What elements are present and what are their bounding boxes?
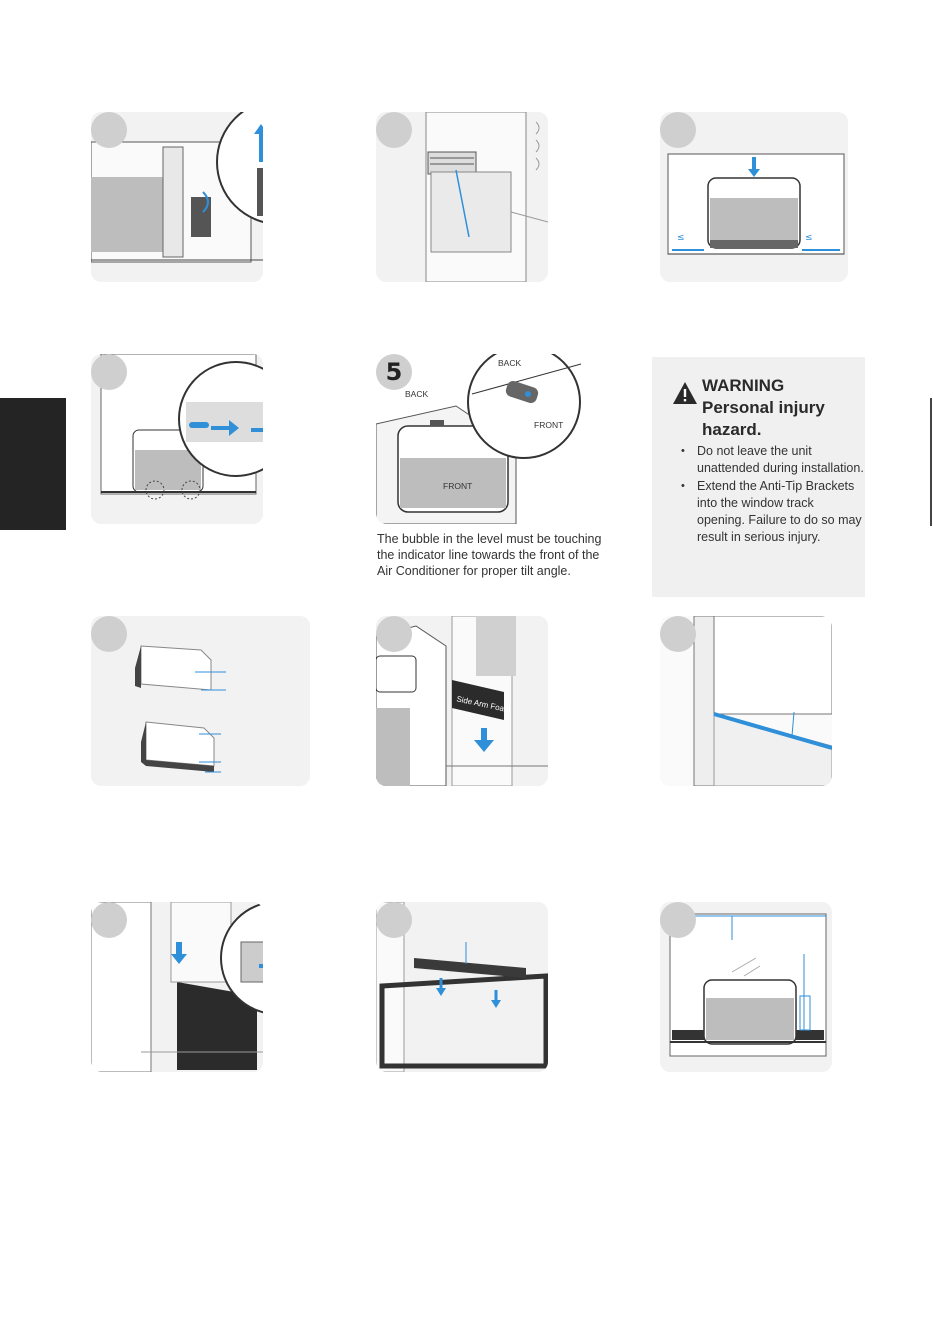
warning-item: Extend the Anti-Tip Brackets into the wi… xyxy=(678,478,864,546)
step-3-badge xyxy=(660,112,696,148)
step-6-panel xyxy=(91,616,310,786)
window-sill-tape-illustration xyxy=(660,616,832,786)
slide-bracket-illustration xyxy=(100,354,263,500)
step-10-panel xyxy=(376,902,548,1072)
step-6-badge xyxy=(91,616,127,652)
step-1-panel xyxy=(91,112,263,282)
front-label-unit: FRONT xyxy=(443,481,473,491)
svg-text:≤: ≤ xyxy=(677,233,685,243)
level-bubble-illustration xyxy=(376,354,582,524)
back-label-unit: BACK xyxy=(405,389,429,399)
step-4-panel xyxy=(91,354,263,524)
anti-tip-bracket-lift-illustration xyxy=(91,112,263,263)
foam-strip-illustration xyxy=(135,645,226,773)
svg-text:≤: ≤ xyxy=(805,233,813,243)
level-caption: The bubble in the level must be touching… xyxy=(377,532,602,578)
warning-triangle-icon xyxy=(673,382,697,404)
step-3-panel: ≤ ≤ xyxy=(660,112,848,282)
center-unit-in-window-illustration: ≤ ≤ xyxy=(667,153,845,255)
warning-item: Do not leave the unit unattended during … xyxy=(678,443,864,477)
back-label-zoom: BACK xyxy=(498,358,522,368)
page-edge-rule xyxy=(930,398,932,526)
warning-title-line-3: hazard. xyxy=(702,420,762,439)
section-tab xyxy=(0,398,66,530)
step-9-badge xyxy=(91,902,127,938)
step-7-panel: Side Arm Foam xyxy=(376,616,548,786)
step-5-panel: 5 BACK BACK FRONT FRONT xyxy=(376,354,586,524)
window-channel-illustration xyxy=(425,112,548,282)
step-1-badge xyxy=(91,112,127,148)
step-11-panel xyxy=(660,902,832,1072)
step-10-badge xyxy=(376,902,412,938)
step-7-badge xyxy=(376,616,412,652)
step-5-badge: 5 xyxy=(376,354,412,390)
step-9-panel xyxy=(91,902,263,1072)
warning-title-line-1: WARNING xyxy=(702,376,785,395)
window-closed-on-unit-illustration xyxy=(669,913,827,1057)
warning-title: WARNING Personal injury hazard. xyxy=(702,375,862,441)
warning-box: WARNING Personal injury hazard. Do not l… xyxy=(652,357,865,597)
step-2-badge xyxy=(376,112,412,148)
step-8-badge xyxy=(660,616,696,652)
step-8-panel xyxy=(660,616,832,786)
step-4-badge xyxy=(91,354,127,390)
warning-list: Do not leave the unit unattended during … xyxy=(678,443,864,547)
step-11-badge xyxy=(660,902,696,938)
step-2-panel xyxy=(376,112,548,282)
front-label-zoom: FRONT xyxy=(534,420,564,430)
warning-title-line-2: Personal injury xyxy=(702,398,825,417)
